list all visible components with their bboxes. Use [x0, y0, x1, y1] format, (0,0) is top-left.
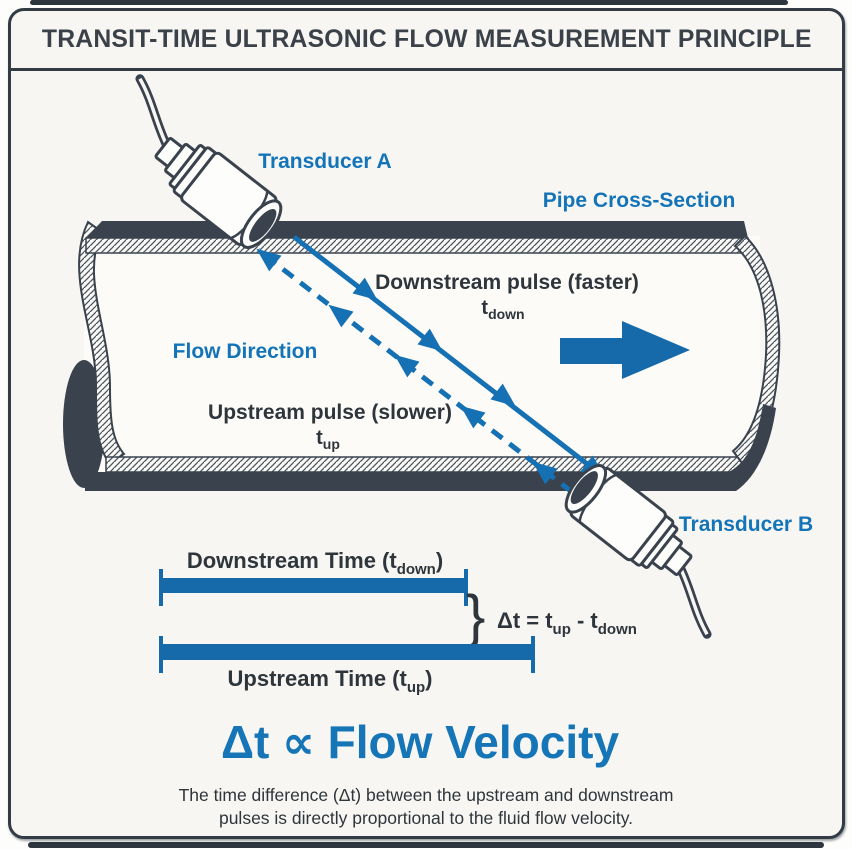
bottom-edge-shadow	[28, 842, 824, 848]
downstream-pulse-label: Downstream pulse (faster)	[375, 271, 639, 294]
pipe-bottom-wall-dark	[85, 472, 744, 491]
timing-comparison: Downstream Time (tdown) } Δt = tup - tdo…	[159, 548, 637, 696]
pipe-left-end-lens	[63, 360, 105, 488]
caption-line-1: The time difference (Δt) between the ups…	[179, 785, 674, 805]
caption-line-2: pulses is directly proportional to the f…	[219, 808, 633, 828]
delta-t-formula: Δt = tup - tdown	[497, 608, 637, 638]
top-edge-shadow	[30, 0, 788, 5]
proportionality-formula: Δt ∝ Flow Velocity	[221, 716, 620, 768]
transducer-b-label: Transducer B	[679, 513, 813, 536]
upstream-pulse-label: Upstream pulse (slower)	[208, 401, 452, 424]
pipe-top-wall-dark	[86, 221, 748, 238]
upstream-time-bar	[161, 644, 533, 660]
page-title: TRANSIT-TIME ULTRASONIC FLOW MEASUREMENT…	[41, 25, 812, 53]
t-down-label: tdown	[481, 297, 524, 322]
downstream-time-bar	[161, 578, 467, 593]
transducer-a-label: Transducer A	[258, 150, 391, 173]
pipe-bottom-wall-hatch	[105, 456, 747, 473]
pipe-top-wall-hatch	[85, 237, 749, 254]
upstream-pulse-path	[256, 248, 574, 494]
title-bar: TRANSIT-TIME ULTRASONIC FLOW MEASUREMENT…	[11, 11, 842, 71]
upstream-time-label: Upstream Time (tup)	[228, 666, 433, 696]
downstream-time-label: Downstream Time (tdown)	[187, 548, 443, 578]
flow-direction-arrow-icon	[560, 321, 690, 379]
delta-brace: }	[466, 584, 485, 649]
t-up-label: tup	[316, 427, 340, 452]
pipe-cross-section	[63, 220, 781, 491]
flow-direction-label: Flow Direction	[173, 340, 318, 363]
pipe-right-cap-dark	[729, 404, 776, 491]
pipe-cross-section-label: Pipe Cross-Section	[543, 189, 736, 212]
